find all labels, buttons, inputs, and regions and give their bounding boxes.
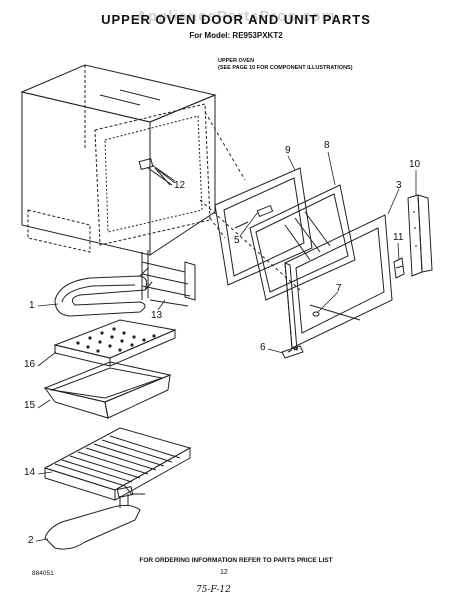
outer-door-frame [285, 215, 392, 350]
upper-oven-note: UPPER OVEN [218, 58, 255, 64]
upper-oven-note-ref: (SEE PAGE 10 FOR COMPONENT ILLUSTRATIONS… [218, 65, 353, 71]
callout-6: 6 [260, 342, 266, 353]
oven-rack [45, 428, 190, 500]
insert-vent-holes [76, 327, 156, 353]
bake-element [55, 268, 152, 316]
callout-1: 1 [29, 300, 35, 311]
callout-5: 5 [234, 235, 240, 246]
upper-oven-cabinet [22, 65, 215, 255]
door-inner-frame [215, 168, 312, 285]
page-number: 12 [220, 569, 228, 576]
callout-7: 7 [336, 283, 342, 294]
projection-lines [200, 112, 300, 290]
callout-14: 14 [24, 467, 36, 478]
callout-13: 13 [151, 310, 163, 321]
ordering-info: FOR ORDERING INFORMATION REFER TO PARTS … [139, 557, 333, 564]
callout-10: 10 [409, 159, 421, 170]
watermark: AppliancePartsPros.com [136, 8, 336, 25]
leader-lines [36, 152, 416, 541]
oven-sensor [148, 165, 175, 185]
callout-16: 16 [24, 359, 36, 370]
broil-element [45, 487, 140, 550]
document-code: 884051 [32, 570, 54, 577]
callout-9: 9 [285, 145, 291, 156]
callout-2: 2 [28, 535, 34, 546]
callout-11: 11 [393, 232, 404, 243]
page-title: UPPER OVEN DOOR AND UNIT PARTS [101, 12, 371, 27]
callout-3: 3 [396, 180, 402, 191]
callout-12: 12 [174, 180, 186, 191]
small-bracket [282, 346, 303, 358]
rack-support [142, 250, 195, 306]
callout-8: 8 [324, 140, 330, 151]
hinge-bracket [408, 195, 432, 276]
broiler-pan-insert [55, 320, 175, 366]
door-glass-panel [250, 185, 355, 300]
callout-15: 15 [24, 400, 36, 411]
hinge-clip [394, 258, 404, 278]
model-subtitle: For Model: RE953PXKT2 [189, 31, 283, 40]
broiler-pan [45, 362, 170, 418]
handwritten-note: 75-F-12 [196, 585, 231, 595]
